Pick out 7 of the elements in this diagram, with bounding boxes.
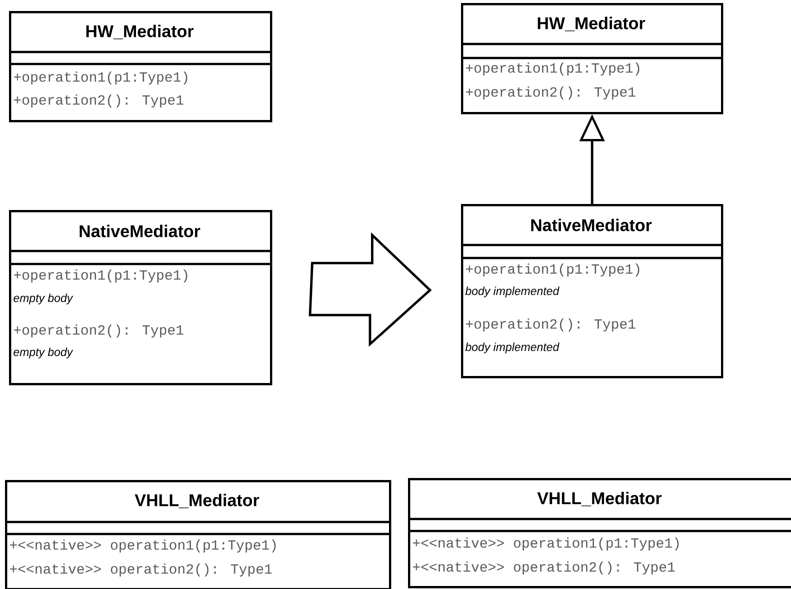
class-box: HW_Mediator +operation1(p1:Type1) +operation2(): Type1: [461, 3, 724, 114]
class-box: NativeMediator +operation1(p1:Type1) body implemented +operation2(): Type1 body implemented: [461, 204, 724, 378]
class-box: HW_Mediator +operation1(p1:Type1) +operation2(): Type1: [9, 11, 272, 122]
block-arrow: [308, 232, 432, 347]
class-box: NativeMediator +operation1(p1:Type1) empty body +operation2(): Type1 empty body: [9, 210, 272, 386]
class-box: VHLL_Mediator +<<native>> operation1(p1:Type1) +<<native>> operation2(): Type1: [5, 480, 392, 589]
class-box: VHLL_Mediator +<<native>> operation1(p1:Type1) +<<native>> operation2(): Type1: [408, 478, 791, 588]
